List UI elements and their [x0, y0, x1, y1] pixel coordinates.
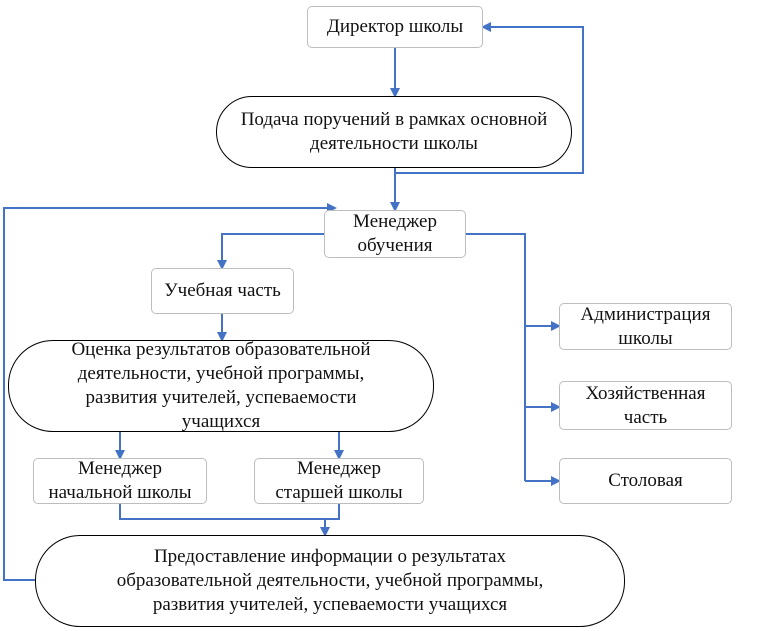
learning-manager-to-academic-arrow — [217, 233, 324, 270]
assignments-label: Подача поручений в рамках основной деяте… — [240, 109, 548, 154]
report-pill: Предоставление информации о результатах … — [35, 535, 625, 627]
maintenance-label: Хозяйственная часть — [585, 382, 706, 428]
senior-manager-label: Менеджер старшей школы — [275, 458, 403, 503]
assessment-pill: Оценка результатов образовательной деяте… — [8, 339, 434, 432]
assessment-label: Оценка результатов образовательной деяте… — [71, 339, 371, 432]
primary-manager-box: Менеджер начальной школы — [33, 458, 207, 504]
managers-merge-line — [119, 504, 340, 520]
senior-manager-box: Менеджер старшей школы — [254, 458, 424, 504]
learning-manager-branch-line — [466, 233, 526, 481]
learning-manager-box: Менеджер обучения — [324, 210, 466, 258]
director-label: Директор школы — [326, 16, 464, 37]
report-feedback-loop-arrow — [3, 203, 337, 581]
maintenance-box: Хозяйственная часть — [559, 381, 732, 430]
assignments-pill: Подача поручений в рамках основной деяте… — [216, 96, 572, 168]
academic-dept-box: Учебная часть — [151, 268, 294, 314]
report-label: Предоставление информации о результатах … — [116, 546, 544, 615]
primary-manager-label: Менеджер начальной школы — [48, 458, 192, 503]
canteen-box: Столовая — [559, 458, 732, 504]
director-box: Директор школы — [307, 6, 483, 48]
canteen-label: Столовая — [608, 470, 683, 491]
learning-manager-label: Менеджер обучения — [353, 211, 437, 256]
assignments-loop-to-director-arrow — [394, 22, 584, 174]
administration-box: Администрация школы — [559, 303, 732, 350]
academic-dept-label: Учебная часть — [164, 280, 281, 301]
administration-label: Администрация школы — [580, 303, 711, 349]
